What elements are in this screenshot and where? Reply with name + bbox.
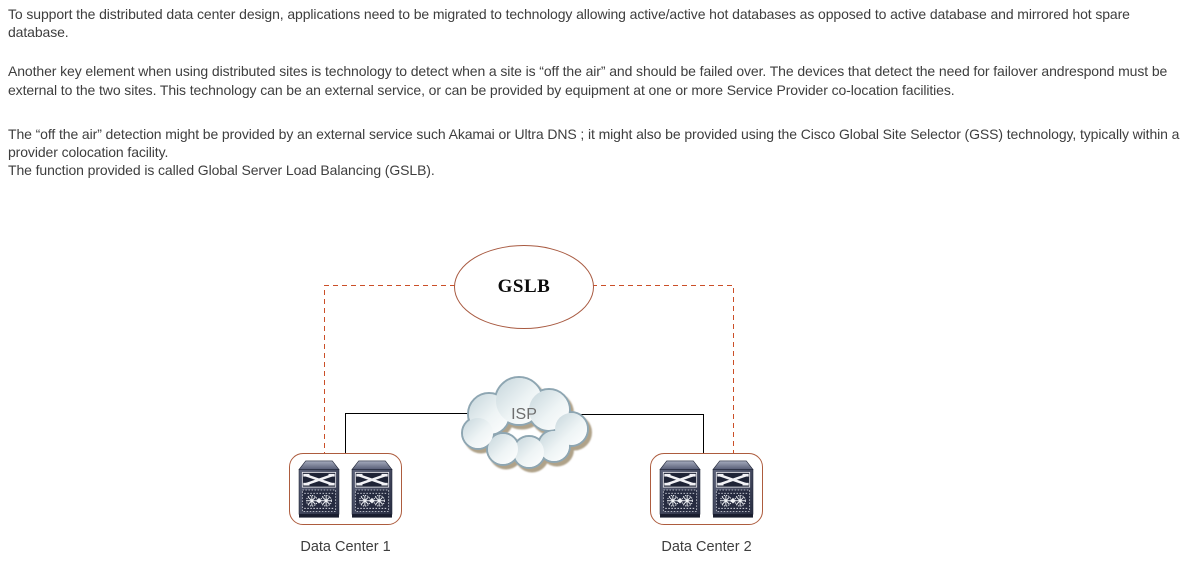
datacenter1-label: Data Center 1: [300, 539, 391, 555]
datacenter2-node: [650, 453, 763, 525]
cloud-icon: ISP: [461, 376, 589, 469]
gslb-node-label: GSLB: [497, 276, 551, 297]
solid-connector-dc1-isp: [344, 412, 470, 454]
network-switch-icon: [657, 460, 703, 519]
paragraph-active-active: To support the distributed data center d…: [8, 6, 1130, 41]
network-switch-icon: [710, 460, 756, 519]
datacenter2-label: Data Center 2: [661, 539, 752, 555]
network-switch-icon: [349, 460, 395, 519]
isp-cloud-node: ISP: [450, 371, 598, 475]
paragraph-off-the-air-detection: Another key element when using distribut…: [8, 63, 1168, 98]
paragraph-gss-technology: The “off the air” detection might be pro…: [8, 125, 1180, 161]
datacenter1-node: [289, 453, 402, 525]
paragraph-gslb-function: The function provided is called Global S…: [8, 162, 435, 179]
network-switch-icon: [296, 460, 342, 519]
gslb-node: GSLB: [454, 245, 594, 329]
dashed-connector-gslb-dc2: [592, 285, 734, 453]
isp-cloud-label: ISP: [511, 406, 537, 423]
dashed-connector-gslb-dc1: [324, 285, 455, 453]
document-text: To support the distributed data center d…: [8, 5, 1192, 179]
solid-connector-isp-dc2: [580, 413, 705, 454]
